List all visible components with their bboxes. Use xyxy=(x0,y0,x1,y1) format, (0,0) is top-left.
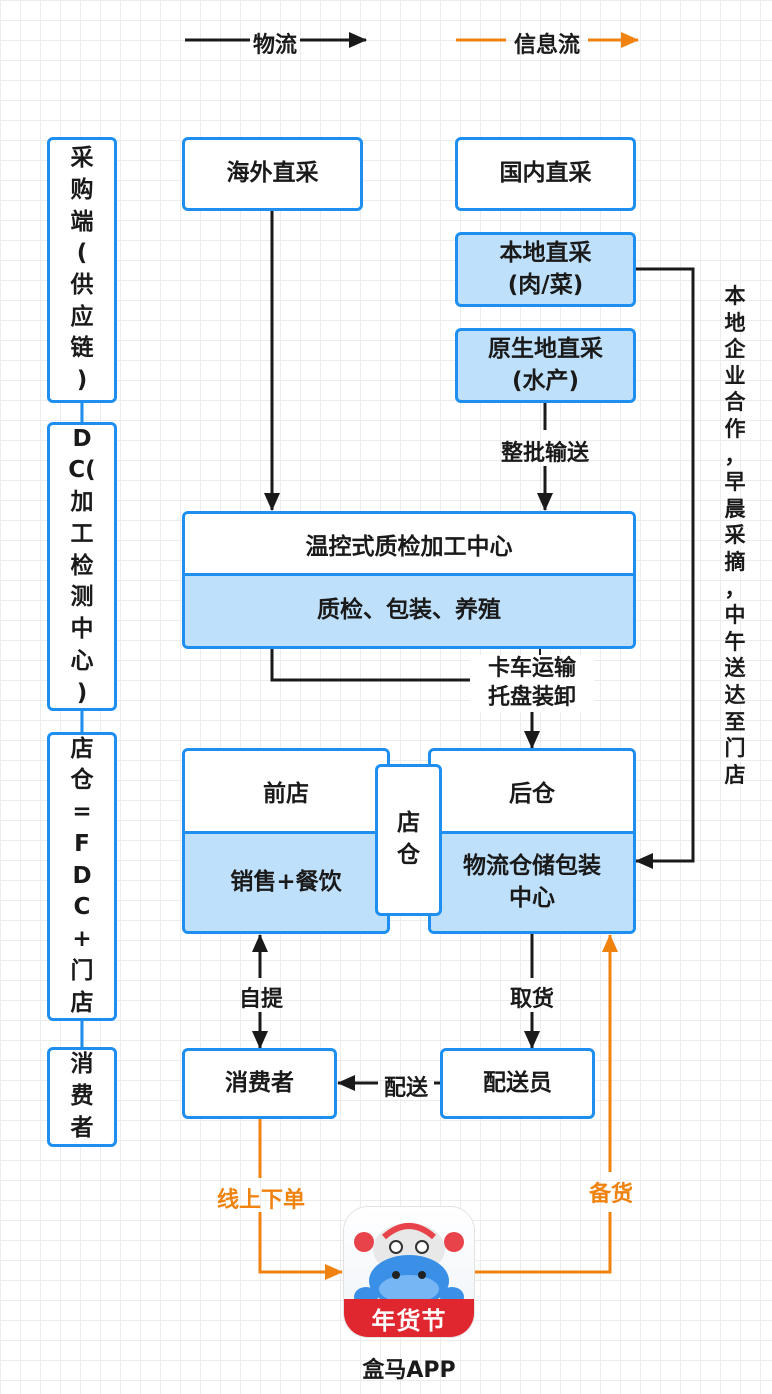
legend-info-label: 信息流 xyxy=(513,33,580,58)
label-online-order: 线上下单 xyxy=(216,1188,305,1213)
stage-procurement: 采 购 端 ( 供 应 链 ) xyxy=(47,137,117,403)
node-consumer: 消费者 xyxy=(182,1048,337,1119)
app-name-label: 盒马APP xyxy=(362,1358,456,1383)
mascot-icon xyxy=(354,1223,464,1307)
stage-consumer: 消 费 者 xyxy=(47,1047,117,1147)
node-processing-center: 温控式质检加工中心 质检、包装、养殖 xyxy=(182,511,636,649)
edge-center-backwh xyxy=(270,648,478,682)
stage-dc: D C( 加 工 检 测 中 心 ) xyxy=(47,422,117,711)
node-domestic-purchase: 国内直采 xyxy=(455,137,636,211)
edge-stock xyxy=(474,1212,612,1274)
stage-store-warehouse: 店 仓 = F D C + 门 店 xyxy=(47,732,117,1021)
node-origin-purchase: 原生地直采 (水产) xyxy=(455,328,636,403)
label-deliver: 配送 xyxy=(383,1076,428,1101)
node-front-store: 前店 销售+餐饮 xyxy=(182,748,390,934)
hema-app-icon: 年货节 xyxy=(344,1207,474,1337)
label-bulk-transport: 整批输送 xyxy=(500,441,589,466)
edge-local-backwh xyxy=(634,267,695,869)
node-back-warehouse: 后仓 物流仓储包装 中心 xyxy=(428,748,636,934)
legend-logistics-label: 物流 xyxy=(252,33,297,58)
label-stock: 备货 xyxy=(588,1182,633,1207)
label-truck-transport: 卡车运输 托盘装卸 xyxy=(470,655,594,713)
side-note: 本 地 企 业 合 作 ， 早 晨 采 摘 ， 中 午 送 达 至 门 店 xyxy=(724,284,746,787)
app-banner: 年货节 xyxy=(344,1299,474,1337)
processing-center-title: 温控式质检加工中心 xyxy=(185,514,633,576)
back-warehouse-sub: 物流仓储包装 中心 xyxy=(431,834,633,931)
node-store-warehouse: 店 仓 xyxy=(375,764,442,916)
edge-online-order-2 xyxy=(258,1212,343,1280)
label-fetch: 取货 xyxy=(509,987,554,1012)
label-self-pickup: 自提 xyxy=(238,987,283,1012)
back-warehouse-title: 后仓 xyxy=(431,751,633,834)
processing-center-sub: 质检、包装、养殖 xyxy=(185,576,633,646)
front-store-sub: 销售+餐饮 xyxy=(185,834,387,931)
node-overseas-purchase: 海外直采 xyxy=(182,137,363,211)
node-courier: 配送员 xyxy=(440,1048,595,1119)
front-store-title: 前店 xyxy=(185,751,387,834)
node-local-purchase: 本地直采 (肉/菜) xyxy=(455,232,636,307)
